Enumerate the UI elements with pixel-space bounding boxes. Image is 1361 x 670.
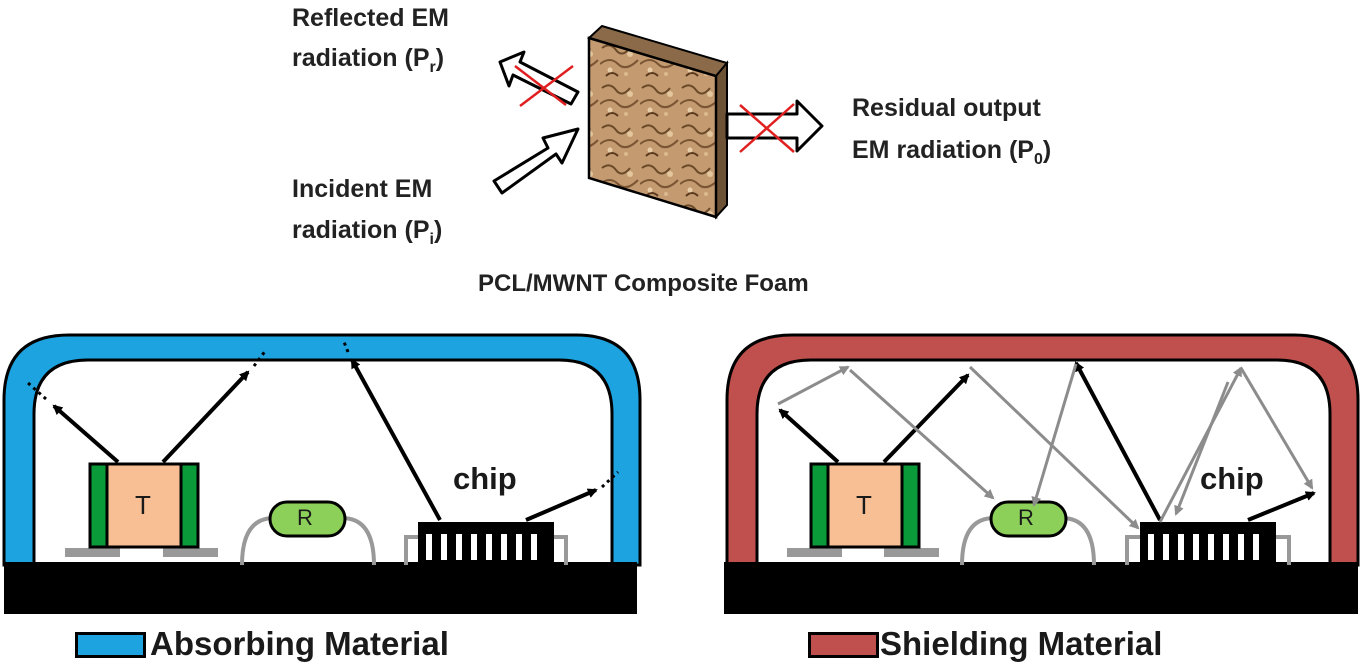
residual-close-paren: ) (1042, 136, 1052, 164)
absorbed-arrow (52, 404, 120, 464)
t-label: T (135, 490, 151, 520)
r-component (989, 500, 1068, 538)
pad (884, 548, 939, 557)
reflected-close-paren: ) (435, 44, 445, 72)
r-label: R (1018, 505, 1034, 530)
absorbing-legend-label: Absorbing Material (150, 625, 449, 662)
pad (65, 548, 120, 557)
incident-arrow (492, 127, 580, 195)
reflected-arrows (777, 363, 1314, 530)
circuit-board (4, 562, 637, 614)
resistor-lead (960, 516, 1096, 566)
residual-cross-icon (739, 103, 795, 153)
foam-title: PCL/MWNT Composite Foam (478, 270, 809, 297)
t-cap-left (809, 462, 830, 549)
t-cap-right (900, 462, 921, 549)
shielding-panel (724, 333, 1360, 614)
r-label: R (297, 505, 313, 530)
reflected-label-line1: Reflected EM (292, 4, 449, 32)
incident-label-line1: Incident EM (292, 175, 433, 203)
shielding-legend-swatch (808, 632, 879, 658)
absorbed-arrow (350, 358, 442, 521)
absorbed-arrow (161, 370, 250, 464)
foam-block (587, 24, 729, 220)
absorbed-arrow (525, 488, 598, 522)
reflected-label-text: radiation (P (292, 44, 430, 72)
incident-close-paren: ) (433, 216, 443, 244)
chip-pins (1148, 534, 1259, 560)
shielding-legend-label: Shielding Material (880, 625, 1163, 662)
t-label: T (856, 490, 872, 520)
chip-lead (1125, 535, 1291, 565)
r-component (268, 500, 347, 538)
reflected-label-line2: radiation (Pr) (292, 46, 444, 76)
pad (163, 548, 218, 557)
residual-label-line1: Residual output (852, 94, 1041, 122)
emission-arrow (1074, 361, 1162, 521)
t-cap-left (88, 462, 109, 549)
absorbed-dots (27, 341, 620, 489)
absorbing-panel (2, 333, 642, 614)
chip-label: chip (1200, 461, 1264, 496)
reflected-subscript: r (429, 59, 436, 76)
chip-pins (426, 534, 537, 560)
emission-arrow (1247, 491, 1316, 522)
circuit-board (724, 562, 1358, 614)
incident-label-line2: radiation (Pi) (292, 218, 442, 248)
emission-arrow (778, 408, 840, 464)
reflected-arrow (498, 50, 580, 106)
incident-subscript: i (429, 231, 434, 248)
reflected-cross-icon (514, 65, 574, 107)
t-cap-right (179, 462, 200, 549)
absorbing-enclosure (2, 333, 642, 567)
resistor-lead (240, 516, 376, 566)
incident-label-text: radiation (P (292, 216, 430, 244)
residual-subscript: 0 (1033, 151, 1043, 168)
emission-arrow (882, 373, 970, 464)
chip-label: chip (453, 461, 517, 496)
absorbing-legend-swatch (75, 632, 146, 658)
pad (787, 548, 842, 557)
residual-label-text: EM radiation (P (852, 136, 1034, 164)
residual-label-line2: EM radiation (P0) (852, 138, 1051, 168)
residual-arrow (725, 99, 824, 153)
chip-lead (404, 535, 568, 565)
